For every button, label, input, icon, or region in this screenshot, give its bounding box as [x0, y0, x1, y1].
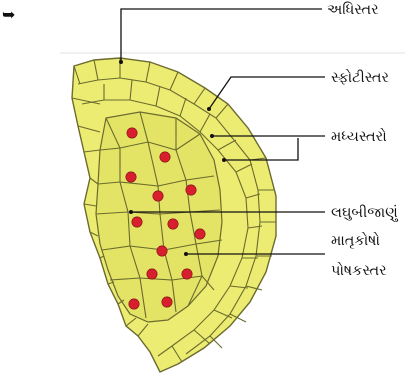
label-middle-layers: મધ્યસ્તરો: [331, 127, 387, 145]
label-endothecium: સ્ફોટીસ્તર: [331, 68, 390, 86]
label-epidermis: અધિસ્તર: [327, 1, 379, 18]
label-microspore-mother-cells-line1: લઘુબીજાણું: [331, 204, 399, 222]
right-arrow-icon: ➥: [2, 5, 15, 24]
label-tapetum: પોષકસ્તર: [331, 261, 387, 279]
label-microspore-mother-cells-line2: માતૃકોષો: [331, 231, 380, 249]
